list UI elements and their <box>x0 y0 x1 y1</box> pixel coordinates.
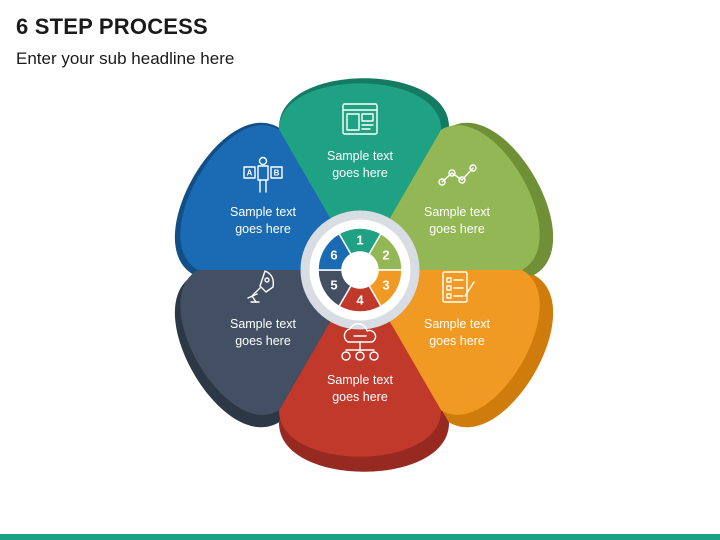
petal-step-4 <box>278 320 442 457</box>
step-number-4: 4 <box>356 293 364 308</box>
step-label-3-line1: Sample text <box>424 317 491 331</box>
step-label-4-line1: Sample text <box>327 373 394 387</box>
hub-ring <box>300 210 420 330</box>
cloud-network-icon <box>341 323 379 361</box>
inner-wedge-2 <box>367 232 403 271</box>
hub-center <box>343 253 377 287</box>
svg-text:B: B <box>274 169 280 178</box>
petal-step-3 <box>389 270 540 415</box>
petal-step-5 <box>180 270 331 415</box>
line-graph-icon <box>438 164 477 186</box>
step-label-2-line1: Sample text <box>424 205 491 219</box>
step-label-5-line2: goes here <box>235 334 291 348</box>
rocket-person-icon <box>247 270 275 303</box>
step-label-1-line1: Sample text <box>327 149 394 163</box>
inner-wedge-6 <box>317 232 353 271</box>
inner-wedge-3 <box>367 269 403 308</box>
checklist-icon <box>442 271 475 303</box>
inner-wedge-1 <box>337 227 383 256</box>
step-number-6: 6 <box>330 248 337 263</box>
petal-step-2 <box>389 125 540 270</box>
step-number-5: 5 <box>330 278 337 293</box>
step-label-6-line1: Sample text <box>230 205 297 219</box>
step-number-2: 2 <box>382 248 389 263</box>
step-label-3-line2: goes here <box>429 334 485 348</box>
inner-wedge-5 <box>317 269 353 308</box>
petal-step-6 <box>180 125 331 270</box>
step-label-5-line1: Sample text <box>230 317 297 331</box>
bottom-accent-bar <box>0 534 720 540</box>
step-number-1: 1 <box>356 233 363 248</box>
web-layout-icon <box>342 103 378 135</box>
step-number-3: 3 <box>382 278 389 293</box>
page-subtitle: Enter your sub headline here <box>16 49 235 68</box>
petal-step-1 <box>278 83 442 220</box>
svg-text:A: A <box>247 169 253 178</box>
step-label-6-line2: goes here <box>235 222 291 236</box>
step-label-1-line2: goes here <box>332 166 388 180</box>
inner-wedge-4 <box>337 284 383 313</box>
page-title: 6 STEP PROCESS <box>16 14 208 39</box>
step-label-2-line2: goes here <box>429 222 485 236</box>
step-label-4-line2: goes here <box>332 390 388 404</box>
